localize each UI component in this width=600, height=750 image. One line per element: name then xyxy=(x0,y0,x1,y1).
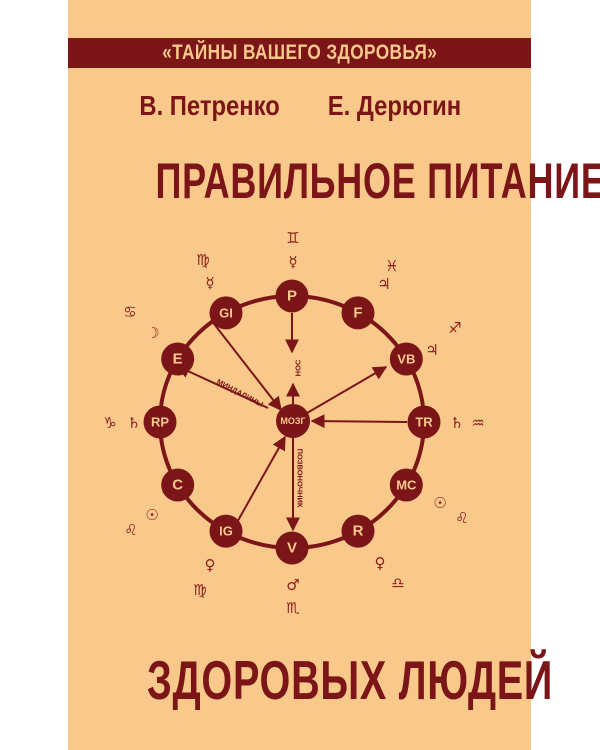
meridian-node-label: TR xyxy=(415,415,433,430)
ig-brain-arrow xyxy=(230,435,286,534)
tr-brain-arrow xyxy=(310,414,408,429)
meridian-node-e xyxy=(161,342,195,376)
astro-symbol-icon: ☉︎ xyxy=(433,494,446,512)
astro-symbol-icon: ♍︎ xyxy=(196,251,209,269)
astro-symbol-icon: ♊︎ xyxy=(286,229,299,247)
astro-symbol-icon: ♎︎ xyxy=(391,574,404,592)
meridian-node-label: P xyxy=(287,288,297,305)
series-title: «ТАЙНЫ ВАШЕГО ЗДОРОВЬЯ» xyxy=(161,41,438,64)
astro-symbol-icon: ♓︎ xyxy=(385,257,398,275)
astro-symbol-icon: ♑︎ xyxy=(103,414,116,432)
astro-symbol-icon: ☿︎ xyxy=(288,253,297,271)
brain-vb-arrow xyxy=(306,366,388,414)
astro-symbol-icon: ♏︎ xyxy=(286,599,300,617)
brain-e-arrow xyxy=(175,364,269,409)
astro-symbol-icon: ♐︎ xyxy=(448,319,461,337)
meridian-node-label: MC xyxy=(396,478,417,493)
title-line-2: ЗДОРОВЫХ ЛЮДЕЙ xyxy=(68,648,552,712)
meridian-node-f xyxy=(341,296,375,330)
astro-symbol-icon: ♌︎ xyxy=(455,509,468,527)
meridian-node-rp xyxy=(143,405,177,439)
meridian-node-vb xyxy=(389,342,423,376)
gi-brain-arrow xyxy=(210,319,282,412)
meridian-node-gi xyxy=(209,296,243,330)
brain-node xyxy=(276,404,310,438)
astro-symbol-icon: ♍︎ xyxy=(193,581,206,599)
book-cover: «ТАЙНЫ ВАШЕГО ЗДОРОВЬЯ» В. Петренко Е. Д… xyxy=(68,0,600,750)
astro-symbol-icon: ☽︎ xyxy=(146,324,159,342)
meridian-node-label: IG xyxy=(219,524,233,539)
astro-symbol-icon: ♀︎ xyxy=(375,554,386,572)
meridian-node-label: F xyxy=(353,304,362,321)
spine-label: ПОЗВОНОЧНИК xyxy=(296,449,305,508)
astro-symbol-icon: ♋︎ xyxy=(123,303,136,321)
meridian-node-c xyxy=(161,468,195,502)
series-band: «ТАЙНЫ ВАШЕГО ЗДОРОВЬЯ» xyxy=(68,38,531,68)
meridian-node-label: GI xyxy=(219,305,233,320)
nose-label: НОС xyxy=(294,359,303,376)
title-line-2-text: ЗДОРОВЫХ ЛЮДЕЙ xyxy=(146,649,554,711)
meridian-node-label: V xyxy=(287,540,297,557)
meridian-node-mc xyxy=(389,468,423,502)
astro-symbol-icon: ♌︎ xyxy=(124,521,137,539)
author-2: Е. Дерюгин xyxy=(327,90,461,121)
astro-symbol-icon: ♂︎ xyxy=(286,576,299,594)
astro-symbol-icon: ♒︎ xyxy=(471,414,484,432)
astro-symbol-icon: ♃︎ xyxy=(377,275,390,293)
astro-symbol-icon: ♄︎ xyxy=(450,414,463,432)
meridian-node-label: VB xyxy=(397,352,415,367)
astro-symbol-icon: ♀︎ xyxy=(205,556,216,574)
astro-symbol-icon: ♃︎ xyxy=(425,341,438,359)
meridian-node-label: C xyxy=(172,477,183,494)
meridian-node-ig xyxy=(209,514,243,548)
astro-symbol-icon: ♄︎ xyxy=(127,414,140,432)
meridian-node-v xyxy=(275,531,309,565)
meridian-node-label: RP xyxy=(151,415,169,430)
meridian-node-r xyxy=(341,514,375,548)
tonsils-label: МИНДАЛИНЫ xyxy=(215,377,265,409)
meridian-node-p xyxy=(275,279,309,313)
astro-symbol-icon: ☿︎ xyxy=(205,274,214,292)
astro-symbol-icon: ☉︎ xyxy=(145,506,158,524)
meridian-node-label: R xyxy=(353,523,364,540)
brain-label: МОЗГ xyxy=(280,416,305,426)
title-line-1-text: ПРАВИЛЬНОЕ ПИТАНИЕ xyxy=(155,153,600,209)
meridian-node-tr xyxy=(407,405,441,439)
title-line-1: ПРАВИЛЬНОЕ ПИТАНИЕ xyxy=(68,152,600,210)
meridian-node-label: E xyxy=(173,351,183,368)
author-1: В. Петренко xyxy=(138,90,280,121)
authors: В. Петренко Е. Дерюгин xyxy=(68,90,531,122)
